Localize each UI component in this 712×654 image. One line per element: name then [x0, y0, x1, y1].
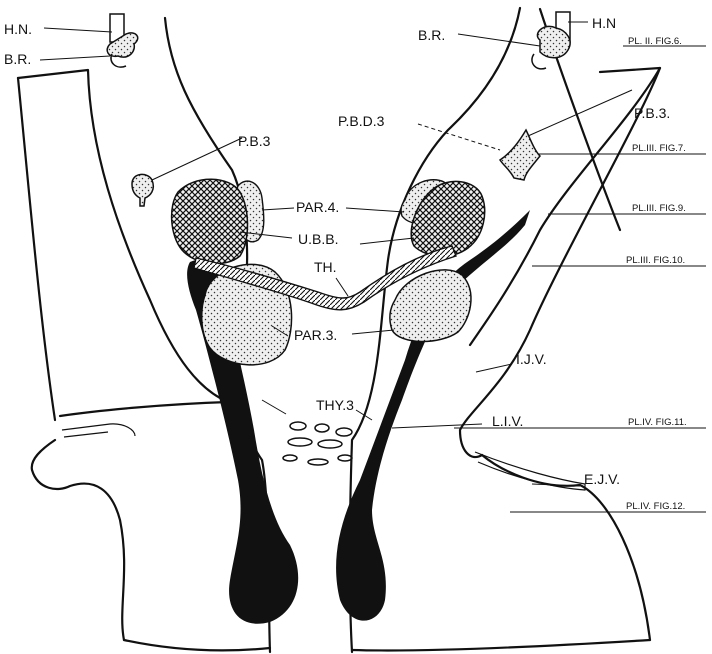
left-body-outline-lower	[18, 78, 55, 420]
label-pb3-right: P.B.3.	[634, 105, 670, 121]
label-br-left: B.R.	[4, 51, 31, 67]
label-pbd3: P.B.D.3	[338, 113, 385, 129]
ubb-left	[172, 179, 248, 263]
label-th: TH.	[314, 259, 337, 275]
label-ijv: I.J.V.	[516, 351, 547, 367]
leader-lines	[40, 22, 632, 486]
plate-ref-2: PL.III. FIG.7.	[632, 143, 686, 154]
pb3-left-shape	[132, 174, 153, 206]
plate-ref-1: PL. II. FIG.6.	[628, 36, 682, 47]
label-br-right: B.R.	[418, 27, 445, 43]
pbd3-shape	[500, 130, 540, 180]
bottom-left-edge	[124, 640, 270, 650]
label-par4: PAR.4.	[296, 199, 339, 215]
label-liv: L.I.V.	[492, 413, 523, 429]
plate-ref-5: PL.IV. FIG.11.	[628, 417, 687, 428]
label-hn-left: H.N.	[4, 21, 32, 37]
right-ejv-line	[475, 452, 585, 490]
plate-ref-3: PL.III. FIG.9.	[632, 203, 686, 214]
label-thy3: THY.3	[316, 397, 354, 413]
left-lower-contour	[32, 440, 124, 640]
plate-ref-6: PL.IV. FIG.12.	[626, 501, 685, 512]
par3-right	[390, 270, 471, 342]
label-hn-right: H.N	[592, 15, 616, 31]
thyroid-fragments	[283, 422, 352, 465]
hn-left-icon	[107, 14, 138, 67]
label-par3: PAR.3.	[294, 327, 337, 343]
right-lower-contour	[482, 455, 650, 640]
label-ubb: U.B.B.	[298, 231, 338, 247]
label-pb3-left: P.B.3	[238, 133, 271, 149]
plate-ref-4: PL.III. FIG.10.	[626, 255, 685, 266]
left-ejv-stub	[62, 424, 135, 437]
bottom-right-edge	[352, 640, 650, 651]
hn-right-icon	[532, 12, 570, 69]
label-ejv: E.J.V.	[584, 471, 620, 487]
